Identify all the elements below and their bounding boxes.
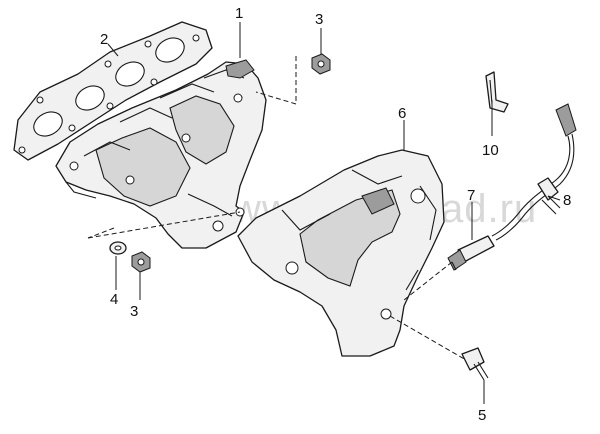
callout-5: 5: [478, 407, 486, 424]
callout-3-top: 3: [315, 11, 323, 28]
nut-top: [311, 53, 331, 75]
callout-3-bottom: 3: [130, 303, 138, 320]
callout-6: 6: [398, 105, 406, 122]
washer: [109, 241, 127, 255]
exhaust-manifold: [55, 59, 267, 249]
nut-bottom: [131, 251, 151, 273]
leader-lines: [87, 22, 561, 404]
oxygen-sensor: [447, 235, 495, 271]
oxygen-sensor-lead: [491, 103, 577, 241]
callout-1: 1: [235, 5, 243, 22]
bracket: [485, 71, 509, 113]
callout-4: 4: [110, 291, 118, 308]
callout-7: 7: [467, 187, 475, 204]
callout-10: 10: [482, 142, 499, 159]
callout-2: 2: [100, 31, 108, 48]
heat-shield: [237, 149, 445, 357]
manifold-gasket: [13, 21, 213, 161]
bolt: [461, 347, 489, 381]
callout-8: 8: [563, 192, 571, 209]
